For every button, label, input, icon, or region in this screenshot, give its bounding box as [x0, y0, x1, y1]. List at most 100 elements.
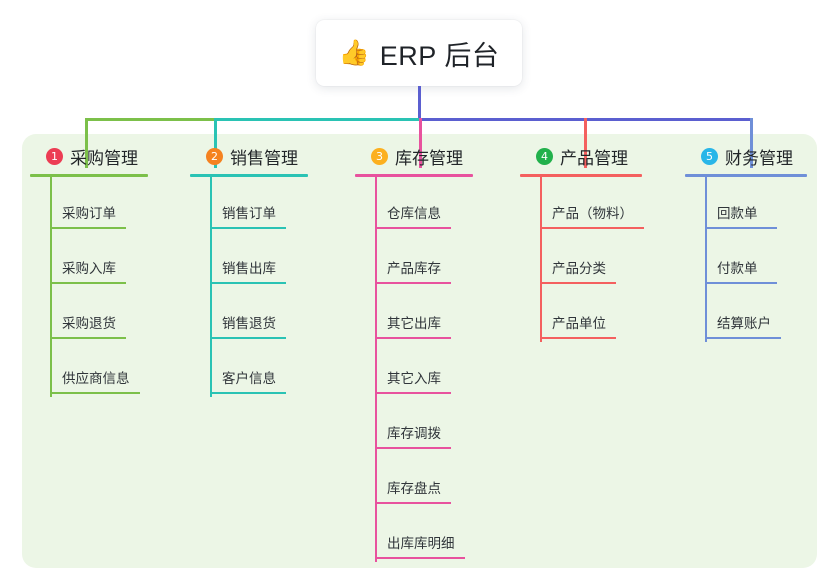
leaf-item-label: 供应商信息: [62, 371, 130, 386]
connector-stub-4: [584, 118, 587, 168]
leaf-item[interactable]: 销售出库: [190, 232, 308, 287]
leaf-item[interactable]: 采购退货: [30, 287, 148, 342]
leaf-item-rule: [50, 282, 126, 284]
leaf-item-label: 结算账户: [717, 316, 771, 331]
leaf-item-rule: [705, 282, 777, 284]
leaf-item-rule: [540, 282, 616, 284]
branch-header-4[interactable]: 4 产品管理: [520, 144, 642, 168]
bar-teal: [214, 118, 421, 121]
branch-column-3: 3 库存管理仓库信息产品库存其它出库其它入库库存调拨库存盘点出库库明细: [355, 144, 473, 562]
leaf-item-label: 产品单位: [552, 316, 606, 331]
branch-items-3: 仓库信息产品库存其它出库其它入库库存调拨库存盘点出库库明细: [355, 177, 473, 562]
leaf-item-label: 库存盘点: [387, 481, 441, 496]
leaf-item-rule: [705, 227, 777, 229]
leaf-item[interactable]: 产品单位: [520, 287, 642, 342]
leaf-item[interactable]: 出库库明细: [355, 507, 473, 562]
branch-number-badge-2: 2: [206, 147, 223, 165]
leaf-item-rule: [50, 337, 126, 339]
branch-title-5: 财务管理: [725, 148, 793, 168]
branch-items-1: 采购订单采购入库采购退货供应商信息: [30, 177, 148, 397]
leaf-item-label: 付款单: [717, 261, 758, 276]
branch-rule-3: [355, 174, 473, 177]
leaf-item-rule: [210, 227, 286, 229]
branch-items-5: 回款单付款单结算账户: [685, 177, 807, 342]
leaf-item-label: 采购退货: [62, 316, 116, 331]
leaf-item[interactable]: 其它出库: [355, 287, 473, 342]
connector-stub-2: [214, 118, 217, 168]
leaf-item[interactable]: 销售订单: [190, 177, 308, 232]
leaf-item-label: 出库库明细: [387, 536, 455, 551]
leaf-item[interactable]: 采购订单: [30, 177, 148, 232]
branch-rule-5: [685, 174, 807, 177]
root-node-content: 👍 ERP 后台: [339, 34, 500, 73]
thumbs-up-icon: 👍: [338, 38, 370, 67]
leaf-item-rule: [210, 337, 286, 339]
leaf-item-label: 回款单: [717, 206, 758, 221]
leaf-item-label: 其它出库: [387, 316, 441, 331]
leaf-item[interactable]: 客户信息: [190, 342, 308, 397]
branch-number-badge-5: 5: [701, 147, 718, 165]
leaf-item-label: 其它入库: [387, 371, 441, 386]
branch-rule-2: [190, 174, 308, 177]
leaf-item-rule: [210, 392, 286, 394]
leaf-item-rule: [375, 447, 451, 449]
leaf-item-label: 采购订单: [62, 206, 116, 221]
branch-rule-4: [520, 174, 642, 177]
leaf-item[interactable]: 采购入库: [30, 232, 148, 287]
leaf-item-label: 销售出库: [222, 261, 276, 276]
leaf-item-rule: [375, 227, 451, 229]
branch-items-4: 产品（物料） 产品分类产品单位: [520, 177, 644, 342]
leaf-item[interactable]: 供应商信息: [30, 342, 148, 397]
leaf-item-rule: [375, 392, 451, 394]
branch-title-1: 采购管理: [70, 148, 138, 168]
leaf-item-rule: [375, 502, 451, 504]
leaf-item[interactable]: 其它入库: [355, 342, 473, 397]
branch-header-3[interactable]: 3 库存管理: [355, 144, 473, 168]
leaf-item-label: 产品分类: [552, 261, 606, 276]
leaf-item-rule: [50, 392, 140, 394]
leaf-item[interactable]: 库存盘点: [355, 452, 473, 507]
leaf-item[interactable]: 产品库存: [355, 232, 473, 287]
branch-spine-1: [50, 177, 52, 397]
bar-green: [85, 118, 216, 121]
leaf-item[interactable]: 付款单: [685, 232, 807, 287]
branch-spine-3: [375, 177, 377, 562]
leaf-item[interactable]: 仓库信息: [355, 177, 473, 232]
branch-spine-4: [540, 177, 542, 342]
branch-column-1: 1 采购管理采购订单采购入库采购退货供应商信息: [30, 144, 148, 397]
branches-panel: [22, 134, 817, 568]
leaf-item-rule: [540, 227, 644, 229]
branch-number-badge-3: 3: [371, 147, 388, 165]
leaf-item[interactable]: 销售退货: [190, 287, 308, 342]
leaf-item-rule: [375, 282, 451, 284]
branch-column-5: 5 财务管理回款单付款单结算账户: [685, 144, 807, 342]
leaf-item[interactable]: 产品（物料）: [520, 177, 644, 232]
branch-number-badge-1: 1: [46, 147, 63, 165]
leaf-item[interactable]: 结算账户: [685, 287, 807, 342]
leaf-item[interactable]: 回款单: [685, 177, 807, 232]
leaf-item-rule: [375, 337, 451, 339]
connector-stub-3: [419, 118, 422, 168]
branch-spine-2: [210, 177, 212, 397]
branch-header-1[interactable]: 1 采购管理: [30, 144, 148, 168]
branch-title-3: 库存管理: [395, 148, 463, 168]
leaf-item-label: 销售退货: [222, 316, 276, 331]
branch-header-5[interactable]: 5 财务管理: [685, 144, 807, 168]
leaf-item-label: 仓库信息: [387, 206, 441, 221]
root-node-card[interactable]: 👍 ERP 后台: [316, 20, 522, 86]
leaf-item-rule: [50, 227, 126, 229]
branch-column-4: 4 产品管理产品（物料） 产品分类产品单位: [520, 144, 644, 342]
connector-stub-5: [750, 118, 753, 168]
connector-stub-1: [85, 118, 88, 168]
root-node-title: ERP 后台: [379, 40, 500, 71]
leaf-item[interactable]: 产品分类: [520, 232, 642, 287]
branch-title-4: 产品管理: [560, 148, 628, 168]
leaf-item[interactable]: 库存调拨: [355, 397, 473, 452]
leaf-item-label: 产品（物料）: [552, 206, 633, 221]
branch-number-badge-4: 4: [536, 147, 553, 165]
leaf-item-rule: [540, 337, 616, 339]
branch-items-2: 销售订单销售出库销售退货客户信息: [190, 177, 308, 397]
